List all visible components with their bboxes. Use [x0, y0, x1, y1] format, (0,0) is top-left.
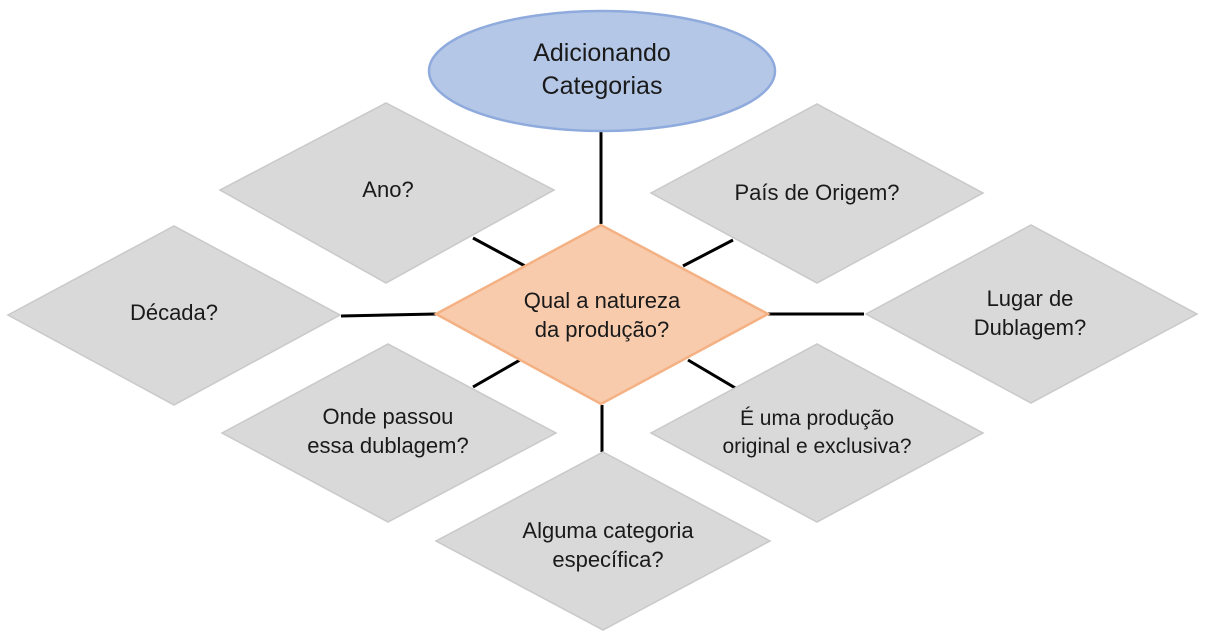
center-diamond-shape	[433, 223, 771, 406]
title-ellipse	[427, 9, 777, 133]
question-lugar-shape	[864, 224, 1199, 404]
question-original-shape	[649, 343, 985, 523]
connector-ano	[472, 236, 526, 268]
question-pais-label: País de Origem?	[734, 180, 900, 206]
connectors	[340, 130, 864, 452]
question-ano-shape	[218, 102, 556, 284]
question-ano-label: Ano?	[362, 177, 414, 203]
center-question-label: Qual a natureza da produção?	[523, 287, 681, 342]
question-original-label: É uma produção original e exclusiva?	[722, 407, 912, 458]
question-decada-shape	[6, 225, 342, 406]
question-alguma-shape	[434, 451, 772, 631]
question-lugar-label: Lugar de Dublagem?	[973, 285, 1087, 340]
connector-decada	[340, 312, 437, 318]
question-onde-label: Onde passou essa dublagem?	[307, 403, 469, 458]
question-onde-shape	[220, 343, 558, 523]
connector-onde	[472, 358, 521, 389]
question-pais-shape	[649, 103, 985, 284]
connector-original	[687, 358, 738, 391]
question-alguma-label: Alguma categoria específica?	[522, 517, 694, 572]
question-decada-label: Década?	[129, 300, 219, 326]
title-label: Adicionando Categorias	[533, 39, 671, 100]
connector-pais	[682, 238, 734, 268]
